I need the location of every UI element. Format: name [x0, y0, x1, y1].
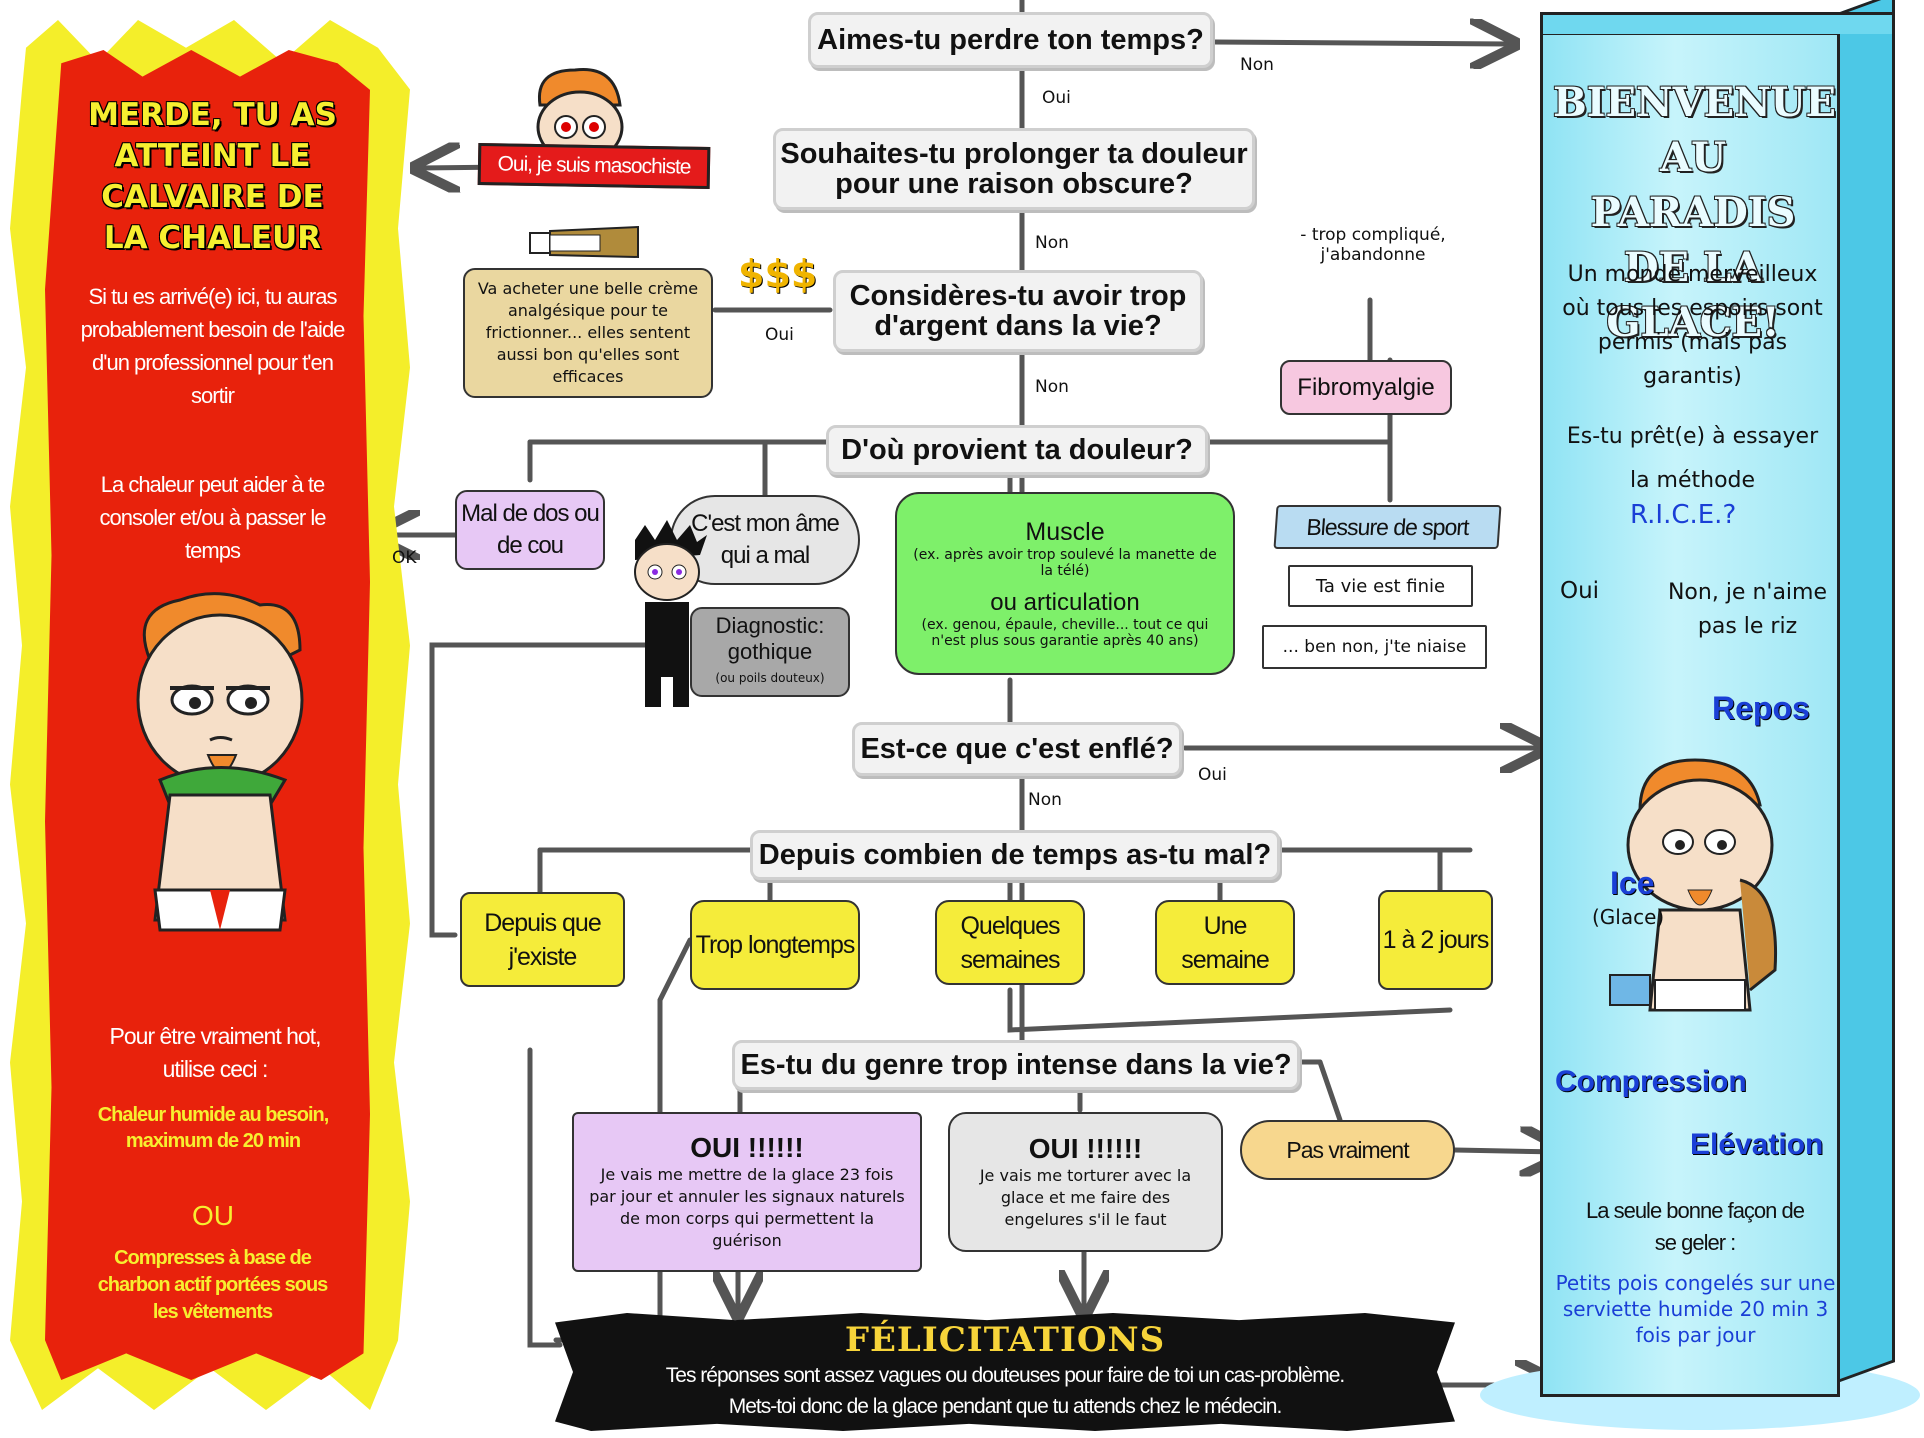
- q5-yes-label: Oui: [1198, 765, 1227, 785]
- heat-or: OU: [192, 1200, 234, 1231]
- heat-character-illustration: [136, 592, 304, 932]
- soul-pain-bubble: C'est mon âme qui a mal: [670, 495, 860, 585]
- muscle-joint-box: Muscle (ex. après avoir trop soulevé la …: [895, 492, 1235, 675]
- q5-no-label: Non: [1028, 790, 1062, 810]
- banner-title: FÉLICITATIONS: [844, 1320, 1166, 1360]
- question-waste-time: Aimes-tu perdre ton temps?: [808, 12, 1213, 68]
- back-neck-pain-box: Mal de dos ou de cou: [455, 490, 605, 570]
- intense-yes-box-1: OUI !!!!!! Je vais me mettre de la glace…: [572, 1112, 922, 1272]
- ice-question: Es-tu prêt(e) à essayer la méthode: [1566, 424, 1819, 493]
- question-too-much-money: Considères-tu avoir trop d'argent dans l…: [833, 270, 1203, 352]
- life-is-over-box: Ta vie est finie: [1288, 565, 1473, 607]
- too-complicated-note: - trop compliqué, j'abandonne: [1300, 225, 1446, 265]
- joint-title: ou articulation: [990, 589, 1140, 616]
- joint-example: (ex. genou, épaule, cheville... tout ce …: [921, 617, 1209, 649]
- q3-yes-label: Oui: [765, 325, 794, 345]
- masochist-character-illustration: [536, 67, 624, 155]
- banner-line-2: Mets-toi donc de la glace pendant que tu…: [728, 1395, 1283, 1418]
- duration-too-long: Trop longtemps: [690, 900, 860, 990]
- q3-no-label: Non: [1035, 377, 1069, 397]
- q1-yes-label: Oui: [1042, 88, 1071, 108]
- heat-option-2: Compresses à base de charbon actif porté…: [97, 1247, 329, 1323]
- muscle-example: (ex. après avoir trop soulevé la manette…: [913, 547, 1217, 579]
- goth-diagnosis-title: Diagnostic: gothique: [715, 613, 825, 664]
- q2-no-label: Non: [1035, 233, 1069, 253]
- heat-title: MERDE, TU AS ATTEINT LE CALVAIRE DE LA C…: [88, 97, 337, 256]
- rice-ice-sub: (Glace): [1592, 905, 1665, 929]
- ice-recipe: Petits pois congelés sur une serviette h…: [1555, 1271, 1836, 1347]
- not-really-box: Pas vraiment: [1240, 1120, 1455, 1180]
- cream-tube-icon: [529, 225, 639, 259]
- rice-label: R.I.C.E.?: [1630, 500, 1737, 530]
- intense-yes-text-2: Je vais me torturer avec la glace et me …: [979, 1166, 1192, 1229]
- q1-no-label: Non: [1240, 55, 1274, 75]
- goth-character-illustration: [634, 520, 707, 707]
- question-prolong-pain: Souhaites-tu prolonger ta douleur pour u…: [773, 128, 1255, 210]
- duration-few-weeks: Quelques semaines: [935, 900, 1085, 985]
- back-ok-label: OK: [392, 548, 417, 568]
- sport-injury-box: Blessure de sport: [1273, 505, 1502, 549]
- ice-only-way: La seule bonne façon de se geler :: [1586, 1198, 1805, 1255]
- rice-elevation: Elévation: [1690, 1128, 1824, 1161]
- fibromyalgia-box: Fibromyalgie: [1280, 360, 1452, 415]
- heat-hot-intro: Pour être vraiment hot, utilise ceci :: [109, 1023, 322, 1082]
- heat-option-1: Chaleur humide au besoin, maximum de 20 …: [97, 1104, 330, 1152]
- question-swollen: Est-ce que c'est enflé?: [852, 722, 1182, 776]
- ice-intro: Un monde merveilleux où tous les espoirs…: [1562, 262, 1823, 389]
- question-how-long: Depuis combien de temps as-tu mal?: [750, 830, 1280, 880]
- rice-no: Non, je n'aime pas le riz: [1667, 580, 1828, 639]
- dollars-label: $$$: [738, 252, 818, 296]
- question-pain-source: D'où provient ta douleur?: [826, 425, 1208, 475]
- duration-one-two-days: 1 à 2 jours: [1378, 890, 1493, 990]
- ice-character-illustration: [1609, 758, 1778, 1012]
- rice-yes: Oui: [1560, 578, 1600, 604]
- banner-line-1: Tes réponses sont assez vagues ou douteu…: [665, 1364, 1345, 1387]
- heat-text-2: La chaleur peut aider à te consoler et/o…: [99, 472, 327, 563]
- ice-panel: [1540, 32, 1840, 1397]
- intense-yes-title-1: OUI !!!!!!: [690, 1132, 804, 1163]
- rice-compression: Compression: [1555, 1065, 1747, 1098]
- masochist-sign: Oui, je suis masochiste: [477, 142, 711, 190]
- goth-diagnosis-box: Diagnostic: gothique (ou poils douteux): [690, 607, 850, 697]
- rice-ice: Ice: [1610, 865, 1655, 901]
- heat-text-1: Si tu es arrivé(e) ici, tu auras probabl…: [80, 284, 346, 408]
- cream-advice-note: Va acheter une belle crème analgésique p…: [463, 268, 713, 398]
- ice-panel-side: [1840, 0, 1895, 1382]
- just-kidding-box: ... ben non, j'te niaise: [1262, 625, 1487, 669]
- question-too-intense: Es-tu du genre trop intense dans la vie?: [732, 1040, 1300, 1090]
- duration-since-birth: Depuis que j'existe: [460, 892, 625, 987]
- muscle-title: Muscle: [1025, 518, 1105, 546]
- duration-one-week: Une semaine: [1155, 900, 1295, 985]
- congratulations-banner: [555, 1313, 1455, 1431]
- rice-repos: Repos: [1712, 690, 1810, 726]
- ice-panel-top: [1540, 12, 1895, 34]
- intense-yes-box-2: OUI !!!!!! Je vais me torturer avec la g…: [948, 1112, 1223, 1252]
- intense-yes-text-1: Je vais me mettre de la glace 23 fois pa…: [589, 1165, 905, 1250]
- ice-title: BIENVENUE AU PARADIS DE LA GLACE!: [1553, 79, 1837, 346]
- goth-diagnosis-sub: (ou poils douteux): [715, 671, 825, 685]
- intense-yes-title-2: OUI !!!!!!: [1028, 1133, 1143, 1164]
